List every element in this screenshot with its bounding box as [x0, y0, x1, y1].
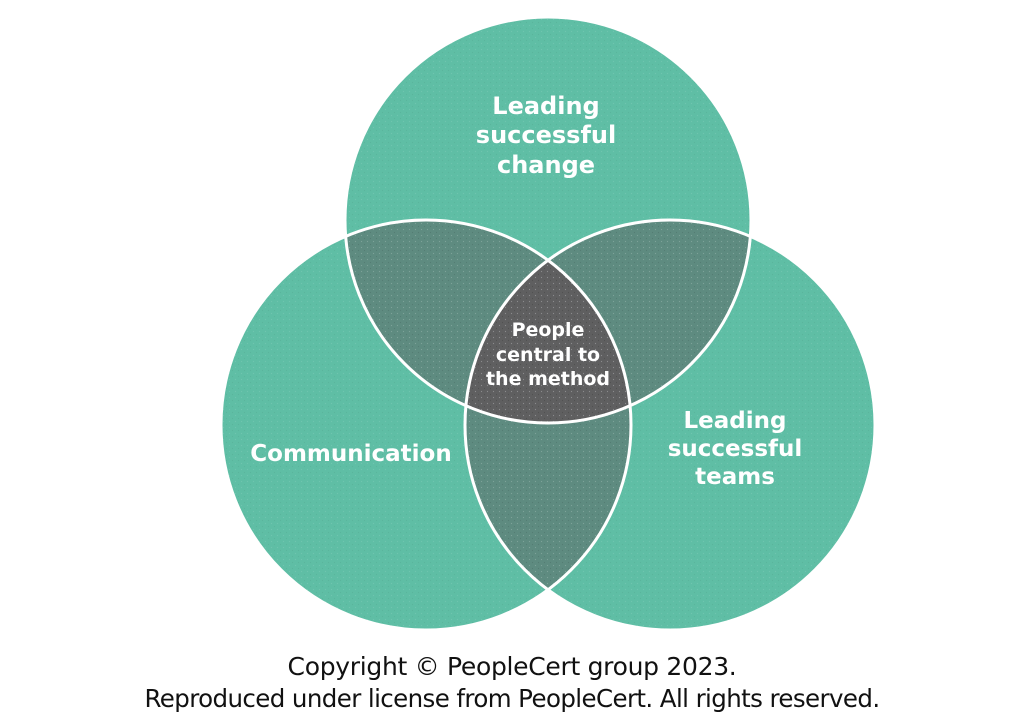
label-leading-successful-change: Leading successful change	[446, 92, 646, 180]
circle-outlines	[219, 15, 877, 632]
license-notice: Reproduced under license from PeopleCert…	[144, 684, 880, 713]
label-line: Leading	[492, 92, 600, 120]
label-line: central to	[495, 343, 601, 366]
label-line: successful	[475, 121, 617, 150]
copyright-notice: Copyright © PeopleCert group 2023.	[287, 652, 737, 681]
label-line: the method	[485, 368, 611, 391]
label-line: change	[496, 150, 596, 179]
label-communication: Communication	[236, 440, 466, 468]
label-people-central: People central to the method	[460, 318, 636, 392]
label-line: Communication	[250, 441, 452, 467]
label-leading-successful-teams: Leading successful teams	[635, 407, 835, 491]
label-line: successful	[667, 436, 803, 463]
venn-diagram	[219, 15, 877, 632]
label-line: Leading	[683, 408, 787, 434]
label-line: teams	[695, 464, 775, 491]
label-line: People	[511, 319, 585, 341]
texture-overlay	[221, 17, 875, 630]
